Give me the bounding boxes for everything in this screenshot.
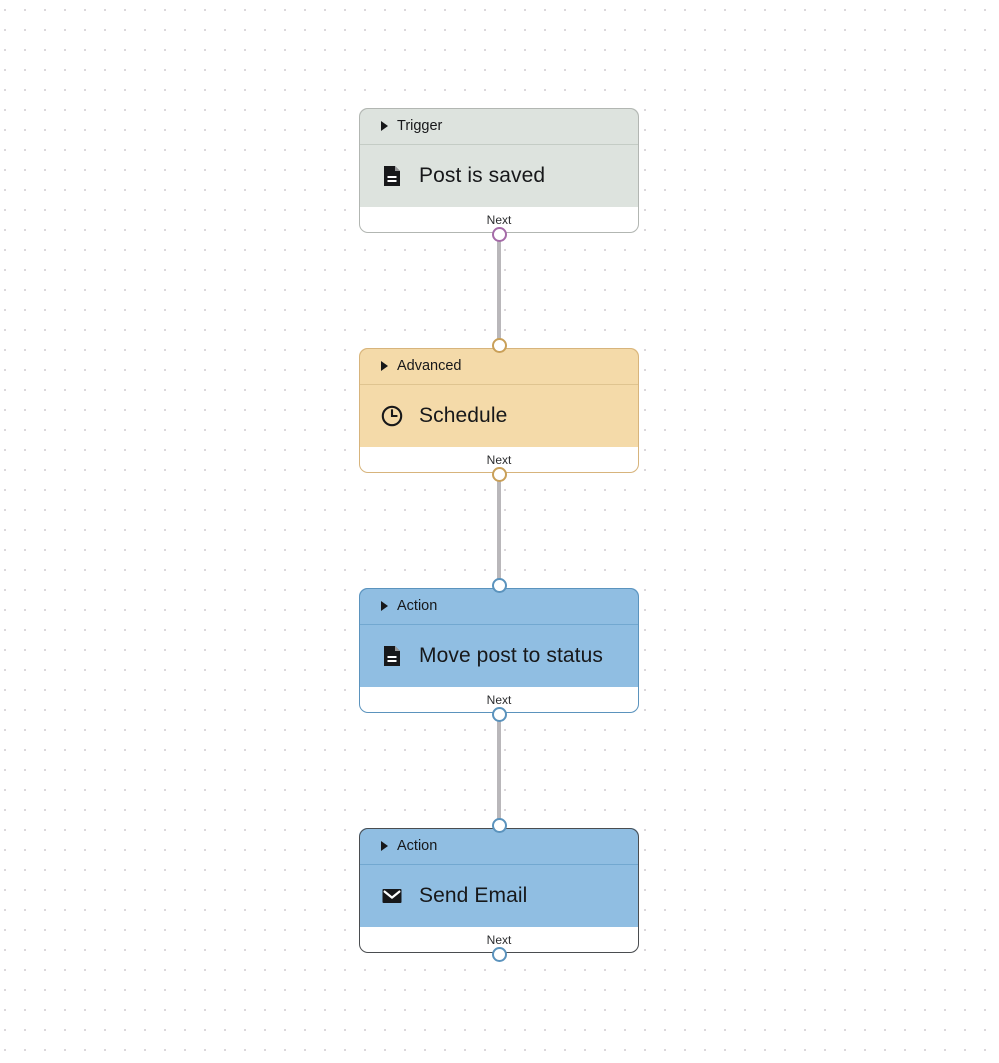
node-category-label: Trigger (397, 118, 443, 134)
node-footer-label: Next (486, 693, 512, 707)
clock-icon (379, 403, 405, 429)
node-footer-label: Next (486, 933, 512, 947)
node-header-trigger[interactable]: Trigger (359, 108, 639, 144)
node-footer-label: Next (486, 213, 512, 227)
node-divider (359, 624, 639, 625)
chevron-right-icon[interactable] (381, 841, 388, 851)
node-footer-label: Next (486, 453, 512, 467)
envelope-icon (379, 883, 405, 909)
node-body-action[interactable]: Send Email (359, 865, 639, 927)
port-action-send-email-next[interactable] (492, 947, 507, 962)
workflow-node-action-move-post[interactable]: Action Move post to status Next (359, 588, 639, 713)
node-body-action[interactable]: Move post to status (359, 625, 639, 687)
workflow-node-trigger[interactable]: Trigger Post is saved Next (359, 108, 639, 233)
node-title: Move post to status (419, 644, 603, 667)
node-header-action[interactable]: Action (359, 588, 639, 624)
node-title: Schedule (419, 404, 508, 427)
port-action-move-post-in[interactable] (492, 578, 507, 593)
port-action-send-email-in[interactable] (492, 818, 507, 833)
node-title: Send Email (419, 884, 528, 907)
workflow-node-advanced[interactable]: Advanced Schedule Next (359, 348, 639, 473)
port-advanced-in[interactable] (492, 338, 507, 353)
node-body-trigger[interactable]: Post is saved (359, 145, 639, 207)
workflow-node-action-send-email[interactable]: Action Send Email Next (359, 828, 639, 953)
document-icon (379, 163, 405, 189)
port-action-move-post-next[interactable] (492, 707, 507, 722)
node-category-label: Advanced (397, 358, 462, 374)
document-icon (379, 643, 405, 669)
node-category-label: Action (397, 598, 438, 614)
node-divider (359, 144, 639, 145)
chevron-right-icon[interactable] (381, 361, 388, 371)
node-divider (359, 384, 639, 385)
node-header-action[interactable]: Action (359, 828, 639, 864)
port-trigger-next[interactable] (492, 227, 507, 242)
node-header-advanced[interactable]: Advanced (359, 348, 639, 384)
chevron-right-icon[interactable] (381, 601, 388, 611)
node-body-advanced[interactable]: Schedule (359, 385, 639, 447)
edge-trigger-to-advanced[interactable] (497, 232, 501, 350)
node-category-label: Action (397, 838, 438, 854)
edge-action-move-to-action-email[interactable] (497, 712, 501, 830)
edge-advanced-to-action-move[interactable] (497, 472, 501, 590)
chevron-right-icon[interactable] (381, 121, 388, 131)
node-title: Post is saved (419, 164, 546, 187)
port-advanced-next[interactable] (492, 467, 507, 482)
node-divider (359, 864, 639, 865)
